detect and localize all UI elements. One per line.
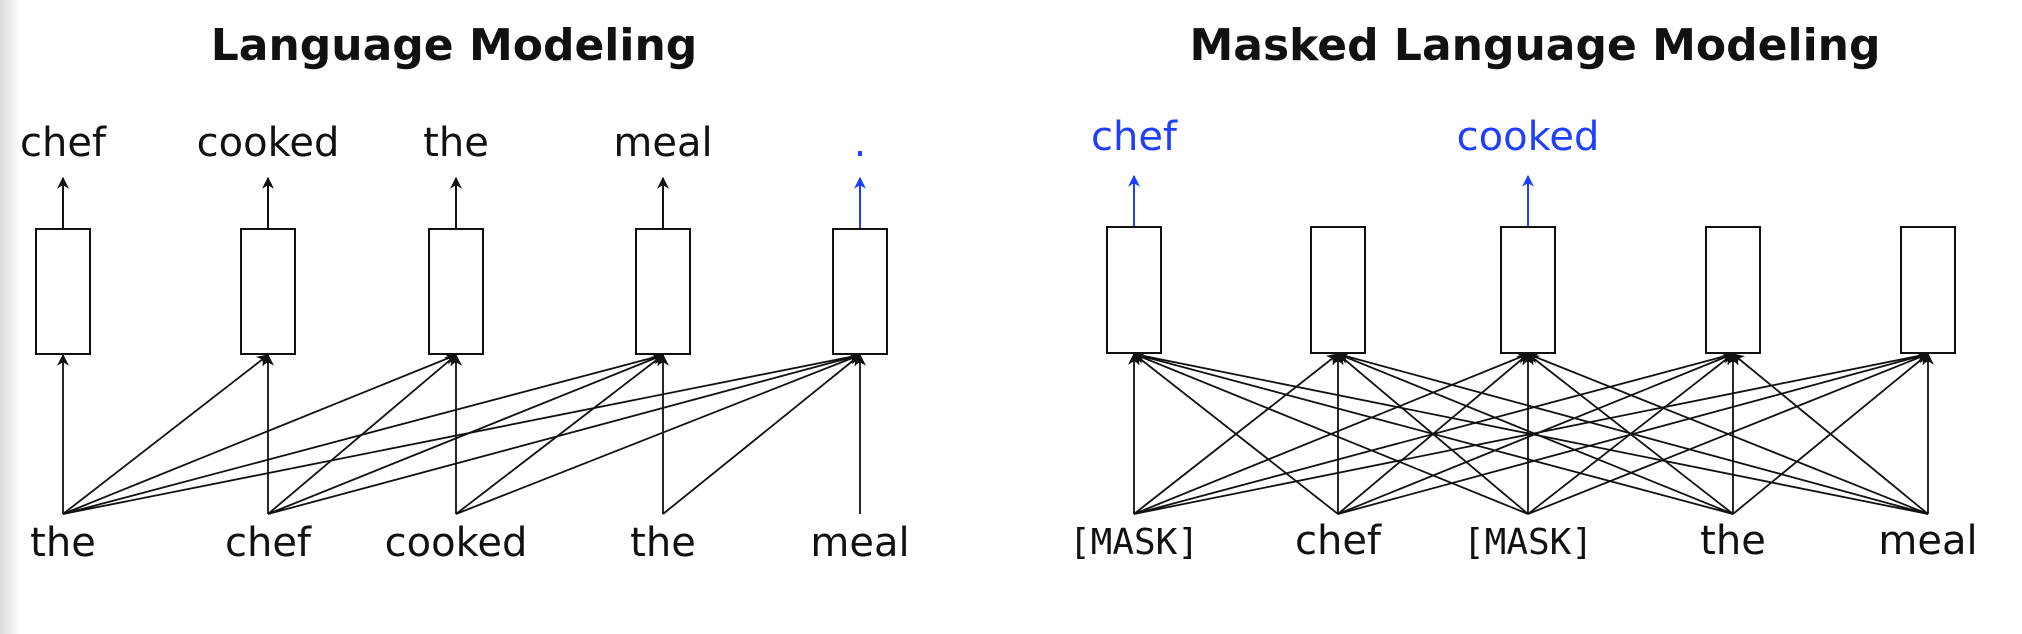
mlm-input-word-2: chef bbox=[1295, 518, 1382, 564]
lm-output-word-3: the bbox=[423, 120, 489, 166]
mlm-edge-1-to-5 bbox=[1133, 350, 1930, 515]
lm-edge-2-to-5 bbox=[267, 352, 862, 515]
mlm-edge-3-to-5 bbox=[1527, 352, 1930, 515]
lm-input-word-5: meal bbox=[810, 520, 909, 566]
panel-masked-language-modeling: Masked Language Modeling [MASK] chef [MA… bbox=[1069, 20, 1978, 564]
lm-output-word-1: chef bbox=[20, 120, 107, 166]
lm-edge-4-to-5 bbox=[662, 354, 861, 515]
lm-edge-1-to-3 bbox=[62, 353, 458, 515]
mlm-edge-1-to-3 bbox=[1133, 352, 1530, 515]
lm-input-word-3: cooked bbox=[385, 520, 528, 566]
panel-language-modeling: Language Modeling the chef cooked the me… bbox=[20, 20, 910, 566]
mlm-edge-1-to-4 bbox=[1133, 350, 1735, 515]
mlm-node-box-4 bbox=[1705, 226, 1761, 354]
mlm-input-mask-3: [MASK] bbox=[1463, 522, 1593, 563]
mlm-input-word-5: meal bbox=[1878, 518, 1977, 564]
lm-node-box-3 bbox=[428, 228, 484, 355]
panel-title-mlm: Masked Language Modeling bbox=[1190, 20, 1881, 71]
lm-input-word-4: the bbox=[630, 520, 696, 566]
lm-edge-3-to-5 bbox=[455, 353, 862, 515]
mlm-node-box-3 bbox=[1500, 226, 1556, 354]
mlm-input-mask-1: [MASK] bbox=[1069, 522, 1199, 563]
lm-edge-1-to-5 bbox=[62, 351, 862, 515]
page-edge-shadow bbox=[0, 0, 20, 634]
lm-output-word-5: . bbox=[854, 120, 867, 166]
lm-output-word-2: cooked bbox=[197, 120, 340, 166]
lm-output-word-4: meal bbox=[613, 120, 712, 166]
lm-node-box-5 bbox=[832, 228, 888, 355]
mlm-input-word-4: the bbox=[1700, 518, 1766, 564]
mlm-node-box-1 bbox=[1106, 226, 1162, 354]
mlm-edge-2-to-5 bbox=[1337, 351, 1930, 515]
lm-node-box-1 bbox=[35, 228, 91, 355]
lm-node-box-4 bbox=[635, 228, 691, 355]
mlm-node-box-2 bbox=[1310, 226, 1366, 354]
mlm-output-word-3: cooked bbox=[1457, 114, 1600, 160]
mlm-node-box-5 bbox=[1900, 226, 1956, 354]
lm-edge-3-to-4 bbox=[455, 354, 664, 515]
lm-input-word-2: chef bbox=[225, 520, 312, 566]
lm-node-box-2 bbox=[240, 228, 296, 355]
panel-title-lm: Language Modeling bbox=[211, 20, 698, 71]
lm-input-word-1: the bbox=[30, 520, 96, 566]
mlm-output-word-1: chef bbox=[1091, 114, 1178, 160]
mlm-edge-4-to-5 bbox=[1732, 353, 1929, 515]
mlm-edge-1-to-2 bbox=[1133, 353, 1339, 515]
lm-edge-1-to-2 bbox=[62, 354, 269, 515]
lm-edge-1-to-4 bbox=[62, 351, 665, 515]
